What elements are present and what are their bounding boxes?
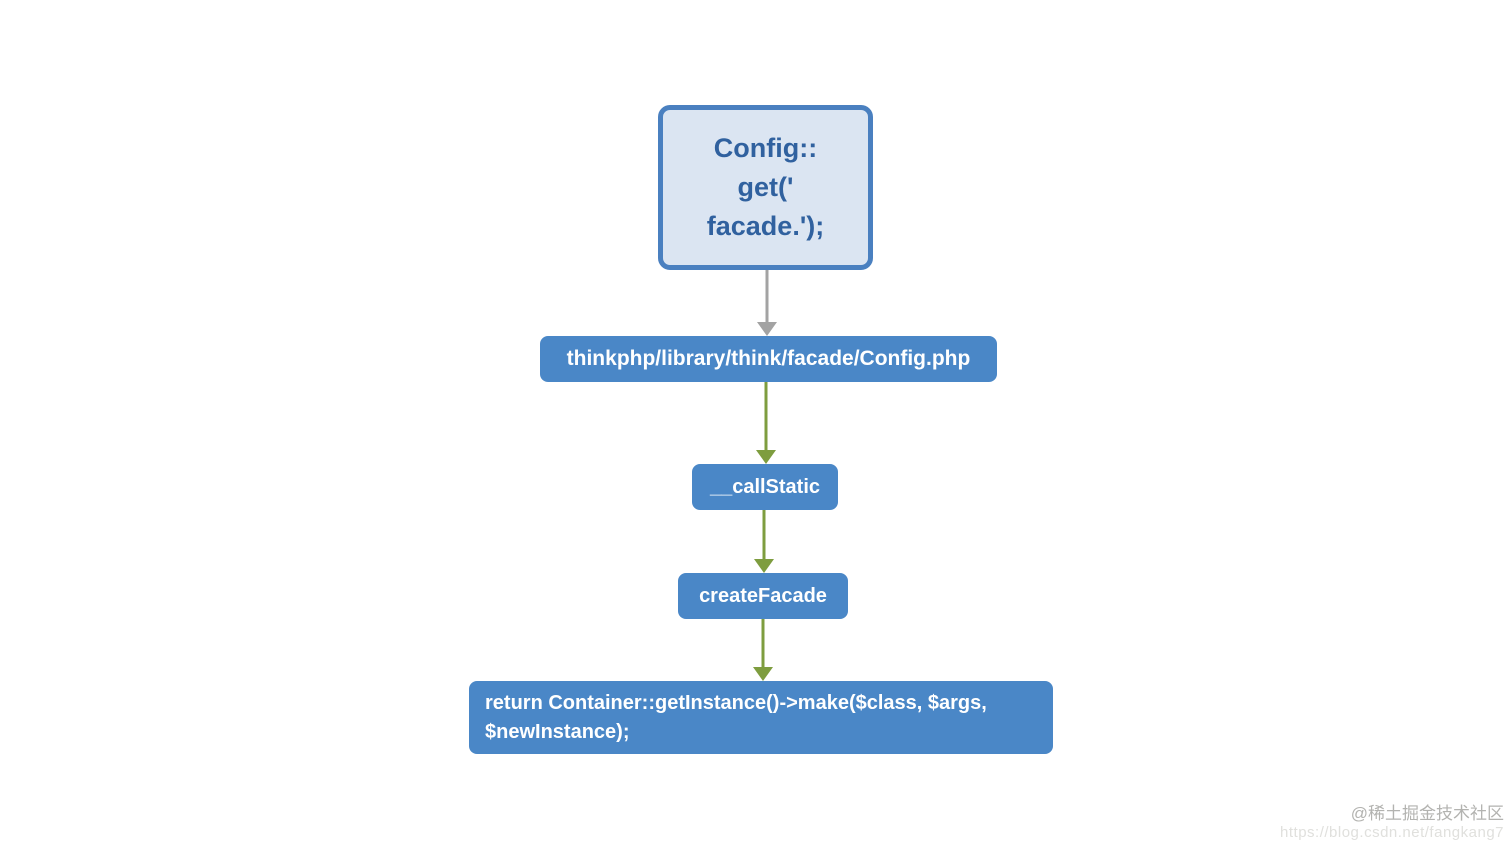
arrow-config-file-to-call-static: [756, 382, 776, 464]
node-create-facade-label: createFacade: [699, 584, 827, 607]
node-return-make-line1: return Container::getInstance()->make($c…: [485, 691, 987, 714]
node-config-call-line1: Config::: [713, 133, 818, 163]
node-call-static-label: __callStatic: [709, 475, 821, 498]
node-config-call: Config:: get(' facade.');: [658, 105, 873, 270]
node-config-file-label: thinkphp/library/think/facade/Config.php: [566, 347, 971, 370]
arrow-call-static-to-create-facade: [754, 510, 774, 573]
node-call-static: __callStatic: [692, 464, 838, 510]
node-create-facade: createFacade: [678, 573, 848, 619]
watermark: @稀土掘金技术社区 https://blog.csdn.net/fangkang…: [1280, 804, 1504, 842]
node-config-call-line3: facade.');: [706, 211, 825, 241]
arrow-config-call-to-config-file: [757, 270, 777, 336]
node-return-make: return Container::getInstance()->make($c…: [469, 681, 1053, 754]
node-config-call-line2: get(': [737, 172, 794, 202]
watermark-community-label: @稀土掘金技术社区: [1350, 803, 1504, 823]
node-return-make-line2: $newInstance);: [485, 720, 630, 743]
node-config-file: thinkphp/library/think/facade/Config.php: [540, 336, 997, 382]
watermark-url-label: https://blog.csdn.net/fangkang7: [1280, 824, 1504, 841]
arrow-create-facade-to-return-make: [753, 619, 773, 681]
